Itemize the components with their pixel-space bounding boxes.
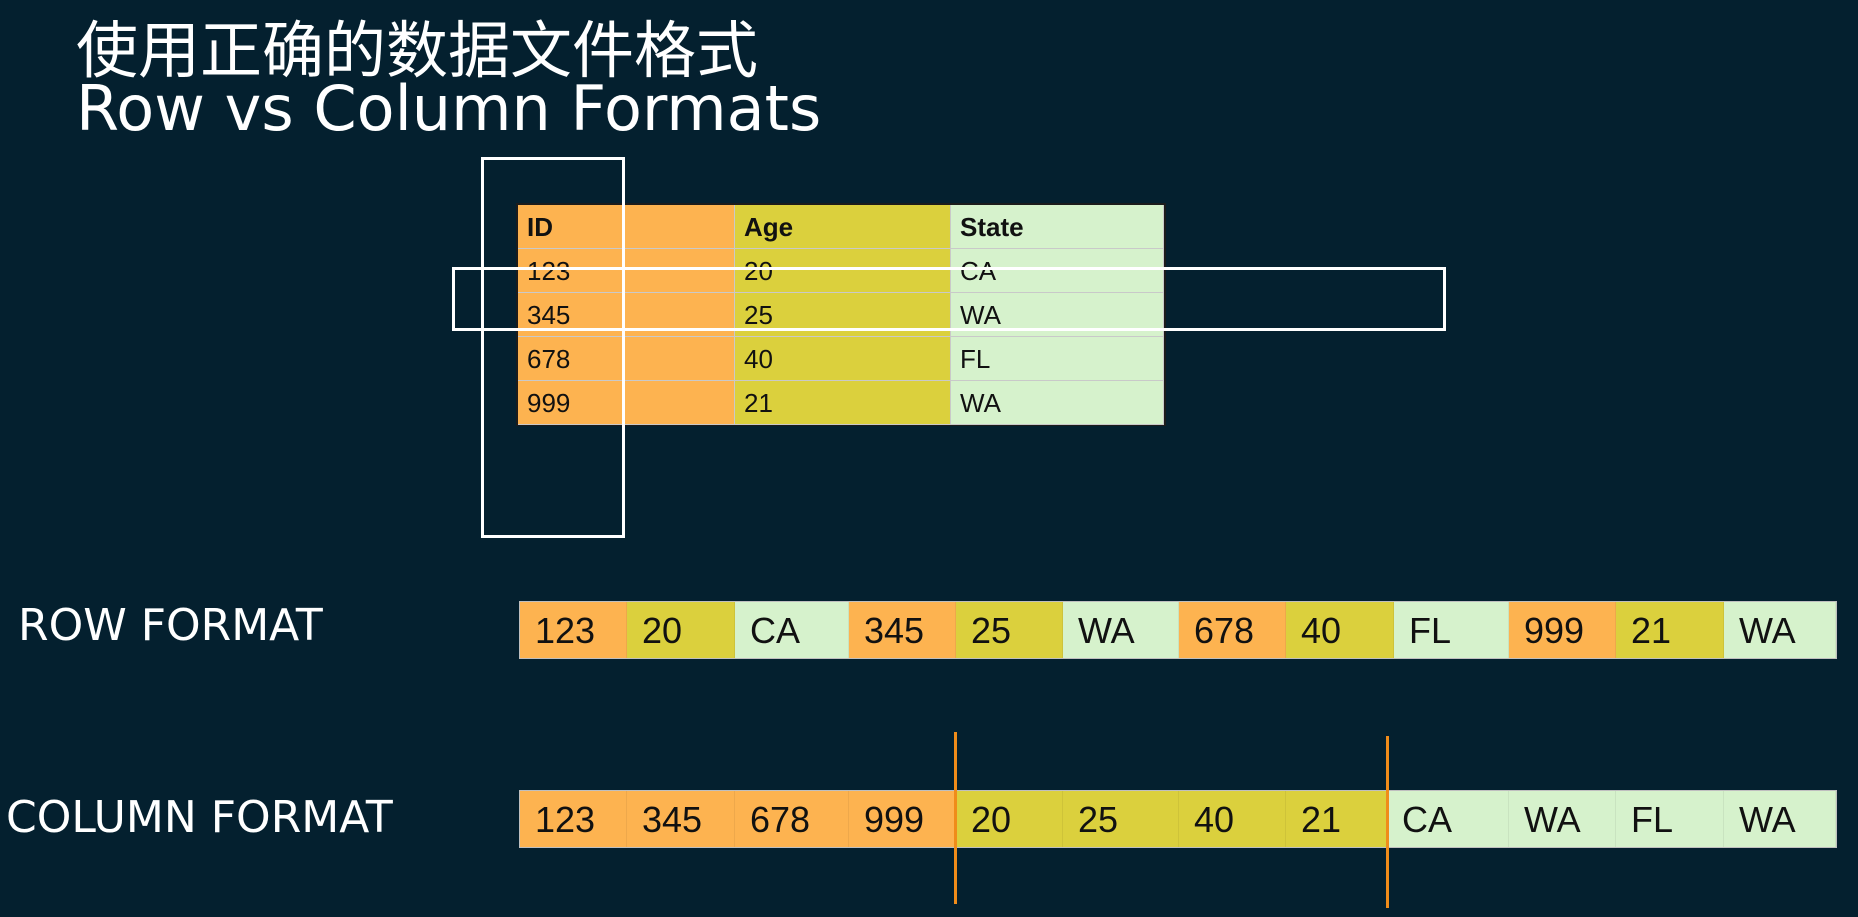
column-format-cell: 40: [1179, 791, 1286, 847]
row-format-cell: 25: [956, 602, 1063, 658]
table-cell-state: CA: [951, 249, 1164, 293]
row-highlight-box: [452, 267, 1446, 331]
sample-table: ID Age State 123 20 CA 345 25 WA 678 40 …: [516, 203, 1166, 426]
column-divider-line: [954, 732, 957, 904]
table-cell-age: 40: [735, 337, 951, 381]
column-format-cell: 21: [1286, 791, 1387, 847]
row-format-cell: WA: [1724, 602, 1836, 658]
row-format-cell: 123: [520, 602, 627, 658]
column-format-cell: 999: [849, 791, 956, 847]
row-format-cell: 678: [1179, 602, 1286, 658]
column-format-cell: 25: [1063, 791, 1179, 847]
row-format-strip: 123 20 CA 345 25 WA 678 40 FL 999 21 WA: [519, 601, 1837, 659]
table-header-state: State: [951, 205, 1164, 249]
column-format-cell: FL: [1616, 791, 1724, 847]
row-format-label: ROW FORMAT: [18, 600, 323, 651]
row-format-cell: WA: [1063, 602, 1179, 658]
title-chinese: 使用正确的数据文件格式: [76, 14, 759, 87]
column-format-cell: CA: [1387, 791, 1509, 847]
row-format-cell: FL: [1394, 602, 1509, 658]
row-format-cell: CA: [735, 602, 849, 658]
table-cell-id: 678: [518, 337, 735, 381]
table-header-age: Age: [735, 205, 951, 249]
column-divider-line: [1386, 736, 1389, 908]
table-cell-age: 20: [735, 249, 951, 293]
row-format-cell: 345: [849, 602, 956, 658]
table-cell-state: FL: [951, 337, 1164, 381]
column-format-cell: 20: [956, 791, 1063, 847]
column-format-cell: 123: [520, 791, 627, 847]
column-format-cell: WA: [1509, 791, 1616, 847]
row-format-cell: 999: [1509, 602, 1616, 658]
table-cell-id: 999: [518, 381, 735, 425]
column-format-label: COLUMN FORMAT: [6, 792, 393, 843]
row-format-cell: 40: [1286, 602, 1394, 658]
column-format-cell: 345: [627, 791, 735, 847]
column-format-cell: 678: [735, 791, 849, 847]
column-highlight-box: [481, 157, 625, 538]
table-cell-state: WA: [951, 381, 1164, 425]
table-cell-age: 21: [735, 381, 951, 425]
column-format-cell: WA: [1724, 791, 1836, 847]
table-header-id: ID: [518, 205, 735, 249]
title-english: Row vs Column Formats: [76, 72, 822, 145]
table-cell-id: 123: [518, 249, 735, 293]
row-format-cell: 21: [1616, 602, 1724, 658]
column-format-strip: 123 345 678 999 20 25 40 21 CA WA FL WA: [519, 790, 1837, 848]
row-format-cell: 20: [627, 602, 735, 658]
